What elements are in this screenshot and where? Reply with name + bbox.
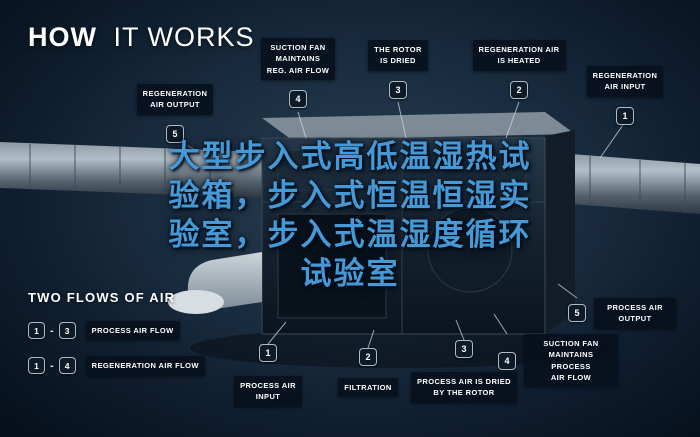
legend-title: TWO FLOWS OF AIR (28, 290, 176, 305)
left-duct (0, 142, 262, 198)
legend-two-flows: TWO FLOWS OF AIR 1 - 3 PROCESS AIR FLOW … (28, 290, 205, 376)
legend-label: REGENERATION AIR FLOW (85, 356, 205, 376)
callout-label: FILTRATION (338, 378, 398, 398)
legend-dash: - (50, 359, 54, 372)
callout-suction-fan-reg: SUCTION FAN MAINTAINS REG. AIR FLOW 4 (250, 38, 346, 108)
legend-badge-to: 4 (58, 357, 76, 375)
legend-badge-to: 3 (58, 322, 76, 340)
callout-label: PROCESS AIR IS DRIED BY THE ROTOR (411, 372, 517, 403)
callout-label: PROCESS AIR OUTPUT (594, 298, 676, 329)
legend-badge-from: 1 (28, 322, 45, 340)
callout-regeneration-air-input: REGENERATION AIR INPUT 1 (583, 66, 667, 125)
machine-top (262, 112, 575, 140)
callout-label: SUCTION FAN MAINTAINS PROCESS AIR FLOW (524, 334, 618, 387)
title-it-works: IT WORKS (113, 22, 255, 52)
callout-number-badge: 4 (289, 89, 307, 108)
legend-label: PROCESS AIR FLOW (85, 321, 180, 341)
right-duct (545, 152, 700, 214)
callout-process-air-input: 1 PROCESS AIR INPUT (232, 344, 304, 407)
legend-badge-from: 1 (28, 357, 45, 375)
callout-number-badge: 5 (166, 124, 184, 143)
callout-label: PROCESS AIR INPUT (234, 376, 302, 407)
machine-side (545, 130, 575, 334)
elbow-outlet (168, 290, 224, 314)
callout-regeneration-air-output: REGENERATION AIR OUTPUT 5 (130, 84, 220, 143)
page-title: HOW IT WORKS (28, 22, 255, 53)
legend-row-regeneration-air: 1 - 4 REGENERATION AIR FLOW (28, 356, 205, 376)
callout-number-badge: 3 (389, 80, 407, 99)
legend-row-process-air: 1 - 3 PROCESS AIR FLOW (28, 321, 205, 341)
legend-dash: - (50, 324, 54, 337)
callout-label: REGENERATION AIR OUTPUT (136, 84, 214, 115)
machine-opening (277, 213, 387, 319)
callout-suction-fan-process: 4 SUCTION FAN MAINTAINS PROCESS AIR FLOW (498, 334, 618, 387)
callout-label: REGENERATION AIR INPUT (586, 66, 664, 97)
callout-number-badge: 1 (259, 344, 277, 362)
callout-label: THE ROTOR IS DRIED (368, 40, 428, 71)
callout-process-air-output: 5 PROCESS AIR OUTPUT (568, 298, 676, 329)
callout-label: SUCTION FAN MAINTAINS REG. AIR FLOW (260, 38, 336, 80)
rotor (427, 207, 513, 293)
callout-filtration: 2 FILTRATION (328, 348, 408, 398)
callout-label: REGENERATION AIR IS HEATED (472, 40, 566, 71)
callout-number-badge: 5 (568, 304, 586, 323)
title-how: HOW (28, 22, 97, 52)
callout-number-badge: 2 (510, 80, 528, 99)
chinese-headline: 大型步入式高低温湿热试 验箱，步入式恒温恒湿实 验室，步入式温湿度循环 试验室 (168, 139, 532, 291)
callout-regeneration-air-heated: REGENERATION AIR IS HEATED 2 (472, 40, 566, 99)
callout-number-badge: 4 (498, 351, 516, 370)
callout-process-air-dried: 3 PROCESS AIR IS DRIED BY THE ROTOR (406, 340, 522, 403)
callout-number-badge: 2 (359, 348, 377, 366)
connector-lines (174, 101, 626, 349)
callout-rotor-dried: THE ROTOR IS DRIED 3 (358, 40, 438, 99)
callout-number-badge: 1 (616, 106, 634, 125)
callout-number-badge: 3 (455, 340, 473, 358)
